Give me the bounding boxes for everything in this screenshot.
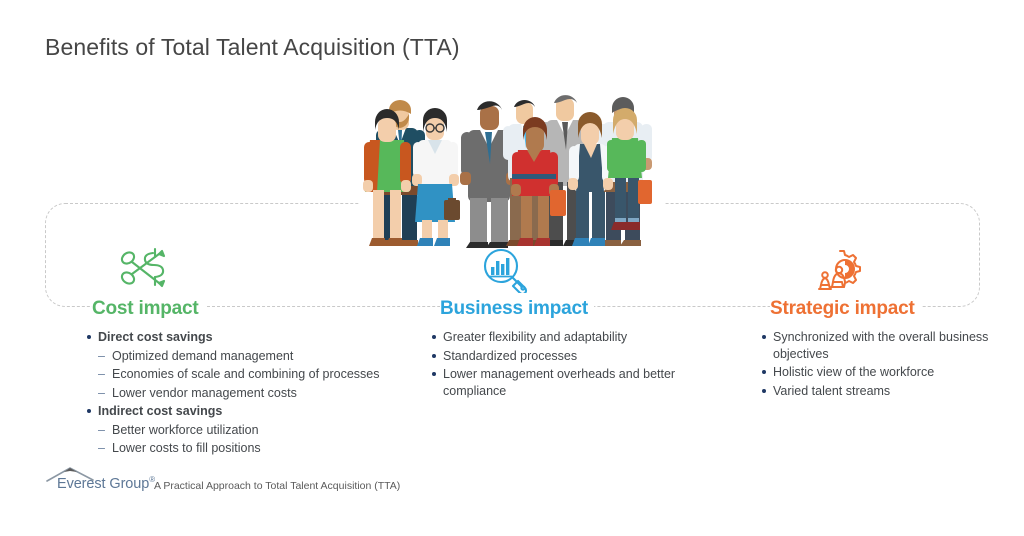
bullet-list-cost: Direct cost savings Optimized demand man… xyxy=(85,329,415,457)
bullet-list-strategic: Synchronized with the overall business o… xyxy=(760,329,1010,399)
group-of-business-people-illustration xyxy=(360,62,665,250)
column-strategic-impact: Strategic impact Synchronized with the o… xyxy=(760,245,1010,401)
mountain-peak-icon xyxy=(46,467,94,482)
footer-caption: A Practical Approach to Total Talent Acq… xyxy=(154,480,401,492)
footer: Everest Group® A Practical Approach to T… xyxy=(46,466,400,494)
list-item: Greater flexibility and adaptability xyxy=(430,329,720,346)
column-heading-cost: Cost impact xyxy=(92,298,205,320)
column-business-impact: Business impact Greater flexibility and … xyxy=(430,245,720,401)
list-item: Holistic view of the workforce xyxy=(760,364,1010,381)
list-item: Better workforce utilization xyxy=(85,422,415,439)
list-item: Indirect cost savings xyxy=(85,403,415,420)
list-item: Economies of scale and combining of proc… xyxy=(85,366,415,383)
list-item: Synchronized with the overall business o… xyxy=(760,329,1010,362)
list-item: Varied talent streams xyxy=(760,383,1010,400)
magnifier-over-bar-chart-icon xyxy=(430,245,720,293)
bullet-list-business: Greater flexibility and adaptability Sta… xyxy=(430,329,720,399)
list-item: Standardized processes xyxy=(430,348,720,365)
page-title: Benefits of Total Talent Acquisition (TT… xyxy=(45,34,460,60)
column-heading-strategic: Strategic impact xyxy=(770,298,921,320)
list-item: Lower costs to fill positions xyxy=(85,440,415,457)
list-item: Lower management overheads and better co… xyxy=(430,366,720,399)
everest-group-logo: Everest Group® xyxy=(46,466,155,494)
logo-text: Everest Group xyxy=(57,475,150,492)
column-heading-business: Business impact xyxy=(440,298,594,320)
chess-pieces-gear-icon xyxy=(760,245,1010,293)
everest-group-wordmark: Everest Group® xyxy=(57,475,155,492)
list-item: Direct cost savings xyxy=(85,329,415,346)
column-cost-impact: Cost impact Direct cost savings Optimize… xyxy=(85,245,415,459)
registered-mark: ® xyxy=(149,475,155,484)
list-item: Optimized demand management xyxy=(85,348,415,365)
scissors-cutting-dollar-icon xyxy=(85,245,415,293)
list-item: Lower vendor management costs xyxy=(85,385,415,402)
